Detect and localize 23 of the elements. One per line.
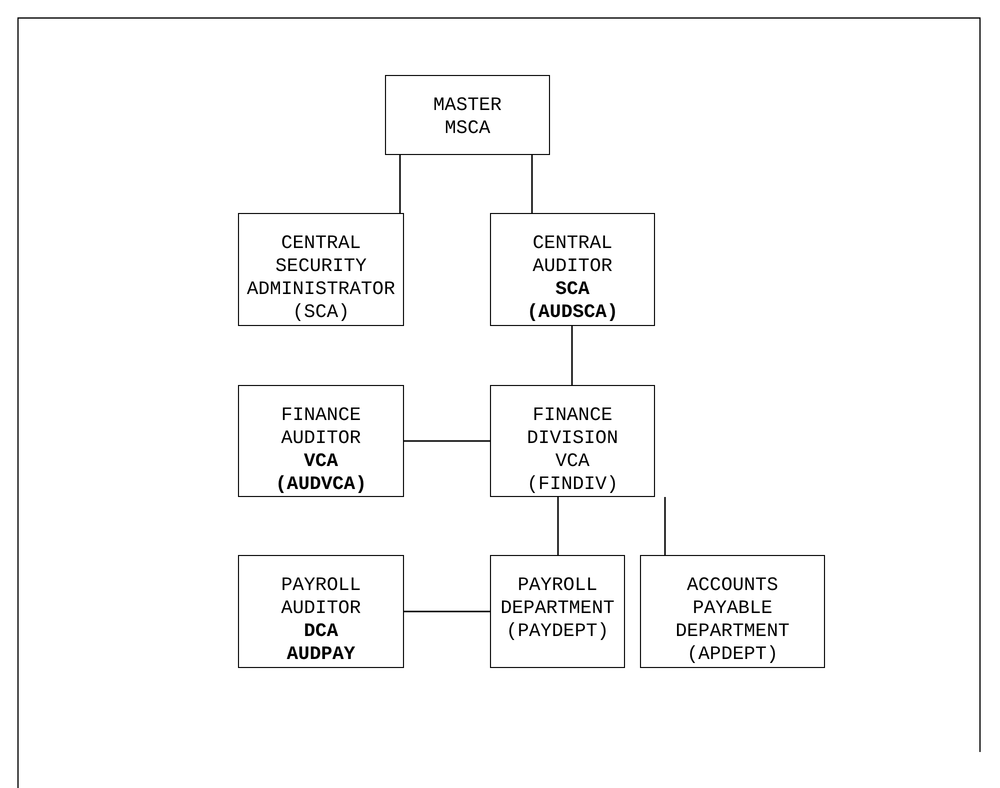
unit-label: FINANCE AUDITOR VCA (AUDVCA) [275, 404, 367, 496]
unit-label: CENTRAL AUDITOR SCA (AUDSCA) [526, 232, 620, 325]
connector-line [404, 440, 490, 442]
connector-line [557, 497, 559, 555]
connector-line [404, 610, 490, 612]
org-unit-box [490, 555, 625, 668]
org-unit-box [238, 385, 404, 497]
connector-line [399, 155, 401, 213]
unit-label: MASTER MSCA [432, 94, 503, 141]
connector-line [571, 326, 573, 385]
unit-label: CENTRAL SECURITY ADMINISTRATOR (SCA) [246, 232, 396, 325]
org-unit-box [385, 75, 550, 155]
org-unit-box [238, 555, 404, 668]
org-unit-box [640, 555, 825, 668]
unit-label: PAYROLL DEPARTMENT (PAYDEPT) [500, 574, 614, 644]
org-unit-box [238, 213, 404, 326]
unit-label: ACCOUNTS PAYABLE DEPARTMENT (APDEPT) [675, 574, 790, 667]
connector-line [531, 155, 533, 213]
unit-label: PAYROLL AUDITOR DCA AUDPAY [281, 574, 361, 667]
unit-label: FINANCE DIVISION VCA (FINDIV) [526, 404, 618, 496]
connector-line [664, 497, 666, 555]
org-unit-box [490, 213, 655, 326]
org-unit-box [490, 385, 655, 497]
